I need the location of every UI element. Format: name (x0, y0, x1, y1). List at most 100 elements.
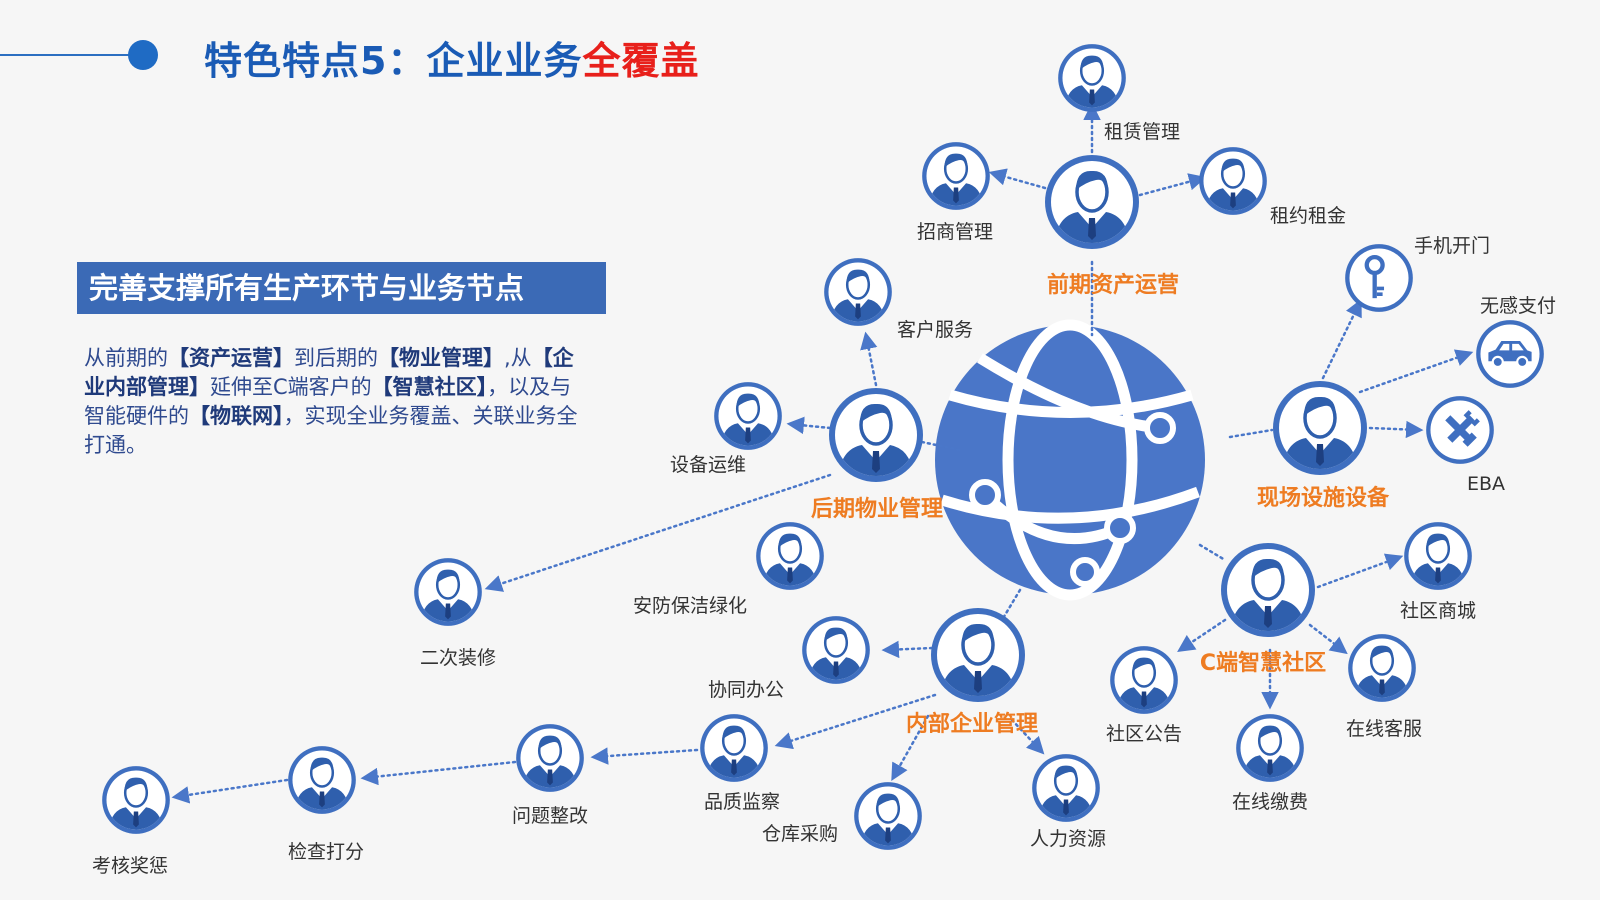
title-decoration-line (0, 54, 140, 56)
leaf-security-cleaning: 安防保洁绿化 (633, 522, 824, 617)
leaf-label: 租约租金 (1270, 205, 1346, 227)
hub-asset-operation: 前期资产运营 (1045, 155, 1179, 298)
leaf-label: 协同办公 (708, 679, 784, 701)
leaf-hr: 人力资源 (1030, 754, 1106, 850)
person-icon (1273, 381, 1367, 475)
intro-paragraph: 从前期的【资产运营】到后期的【物业管理】,从【企业内部管理】延伸至C端客户的【智… (84, 344, 584, 460)
leaf-label: 安防保洁绿化 (633, 595, 747, 617)
car-icon (1475, 319, 1545, 389)
person-icon (414, 558, 482, 626)
person-icon (1199, 147, 1267, 215)
person-icon (922, 142, 990, 210)
person-icon (1221, 543, 1315, 637)
intro-keyword: 【智慧社区】 (371, 375, 488, 399)
person-icon (756, 522, 824, 590)
person-icon (931, 608, 1025, 702)
hub-label: 前期资产运营 (1047, 272, 1179, 298)
person-icon (1045, 155, 1139, 249)
leaf-community-notice: 社区公告 (1106, 646, 1182, 745)
hub-label: C端智慧社区 (1200, 650, 1326, 676)
leaf-online-service: 在线客服 (1346, 634, 1422, 740)
intro-text: ，实现全业务覆盖、关联业务全打通。 (84, 404, 578, 457)
person-icon (516, 724, 584, 792)
person-icon (288, 746, 356, 814)
intro-keyword: 【企业内部管理】 (84, 346, 574, 399)
person-icon (802, 616, 870, 684)
leaf-label: 考核奖惩 (92, 855, 168, 877)
leaf-lease: 租赁管理 (1058, 44, 1180, 143)
leaf-label: 二次装修 (420, 647, 496, 669)
intro-text: 从前期的 (84, 346, 168, 370)
leaf-label: 问题整改 (512, 805, 588, 827)
person-icon (1032, 754, 1100, 822)
intro-keyword: 【物业管理】 (378, 346, 504, 370)
leaf-issue-rectify: 问题整改 (512, 724, 588, 827)
leaf-customer-service: 客户服务 (824, 258, 973, 341)
hub-label: 内部企业管理 (906, 711, 1038, 737)
leaf-label: EBA (1467, 473, 1505, 495)
hub-onsite-facilities: 现场设施设备 (1257, 381, 1390, 511)
leaf-collaboration: 协同办公 (708, 616, 870, 701)
leaf-label: 手机开门 (1414, 235, 1490, 257)
intro-keyword: 【物联网】 (189, 404, 284, 428)
leaf-label: 检查打分 (288, 841, 364, 863)
leaf-label: 招商管理 (917, 221, 993, 243)
person-icon (102, 766, 170, 834)
leaf-label: 设备运维 (670, 454, 746, 476)
person-icon (1058, 44, 1126, 112)
tools-icon (1426, 396, 1494, 464)
hub-internal-management: 内部企业管理 (906, 608, 1038, 737)
globe-icon (935, 319, 1205, 601)
page-title-main: 特色特点5：企业业务 (204, 39, 583, 83)
person-icon (824, 258, 892, 326)
leaf-mobile-door: 手机开门 (1345, 235, 1490, 312)
intro-text: 延伸至C端客户的 (210, 375, 372, 399)
person-icon (1348, 634, 1416, 702)
person-icon (1404, 522, 1472, 590)
leaf-warehouse: 仓库采购 (762, 782, 922, 850)
person-icon (714, 382, 782, 450)
leaf-label: 客户服务 (897, 319, 973, 341)
leaf-label: 租赁管理 (1104, 121, 1180, 143)
leaf-label: 在线缴费 (1232, 791, 1308, 813)
leaf-online-payment: 在线缴费 (1232, 714, 1308, 813)
intro-text: ，以及与智能硬件的 (84, 375, 572, 428)
hub-label: 后期物业管理 (811, 496, 943, 522)
leaf-eba: EBA (1426, 396, 1505, 495)
hub-smart-community: C端智慧社区 (1200, 543, 1326, 676)
subtitle-banner: 完善支撑所有生产环节与业务节点 (77, 262, 606, 314)
hub-label: 现场设施设备 (1257, 485, 1390, 511)
leaf-inspection-score: 检查打分 (288, 746, 364, 863)
leaf-label: 社区公告 (1106, 723, 1182, 745)
intro-keyword: 【资产运营】 (168, 346, 294, 370)
leaf-label: 在线客服 (1346, 718, 1422, 740)
leaf-seamless-payment: 无感支付 (1475, 295, 1556, 389)
person-icon (1236, 714, 1304, 782)
intro-text: 到后期的 (294, 346, 378, 370)
subtitle-text: 完善支撑所有生产环节与业务节点 (89, 271, 525, 305)
page-title: 特色特点5：企业业务全覆盖 (204, 30, 699, 85)
hub-property-management: 后期物业管理 (811, 388, 943, 522)
page-title-highlight: 全覆盖 (582, 39, 700, 83)
leaf-label: 仓库采购 (762, 823, 838, 845)
title-decoration-dot (128, 40, 158, 70)
person-icon (829, 388, 923, 482)
leaf-label: 无感支付 (1480, 295, 1556, 317)
person-icon (854, 782, 922, 850)
leaf-rent: 租约租金 (1199, 147, 1346, 227)
leaf-community-mall: 社区商城 (1400, 522, 1476, 622)
connection-lines (171, 102, 1474, 804)
leaf-label: 品质监察 (704, 791, 780, 813)
leaf-investment: 招商管理 (917, 142, 993, 243)
leaf-decoration: 二次装修 (414, 558, 496, 669)
leaf-quality-inspection: 品质监察 (700, 714, 780, 813)
leaf-equipment-ops: 设备运维 (670, 382, 782, 476)
intro-text: ,从 (504, 346, 532, 370)
person-icon (1110, 646, 1178, 714)
leaf-assessment: 考核奖惩 (92, 766, 170, 877)
leaf-label: 社区商城 (1400, 600, 1476, 622)
person-icon (700, 714, 768, 782)
key-icon (1345, 244, 1413, 312)
leaf-label: 人力资源 (1030, 828, 1106, 850)
